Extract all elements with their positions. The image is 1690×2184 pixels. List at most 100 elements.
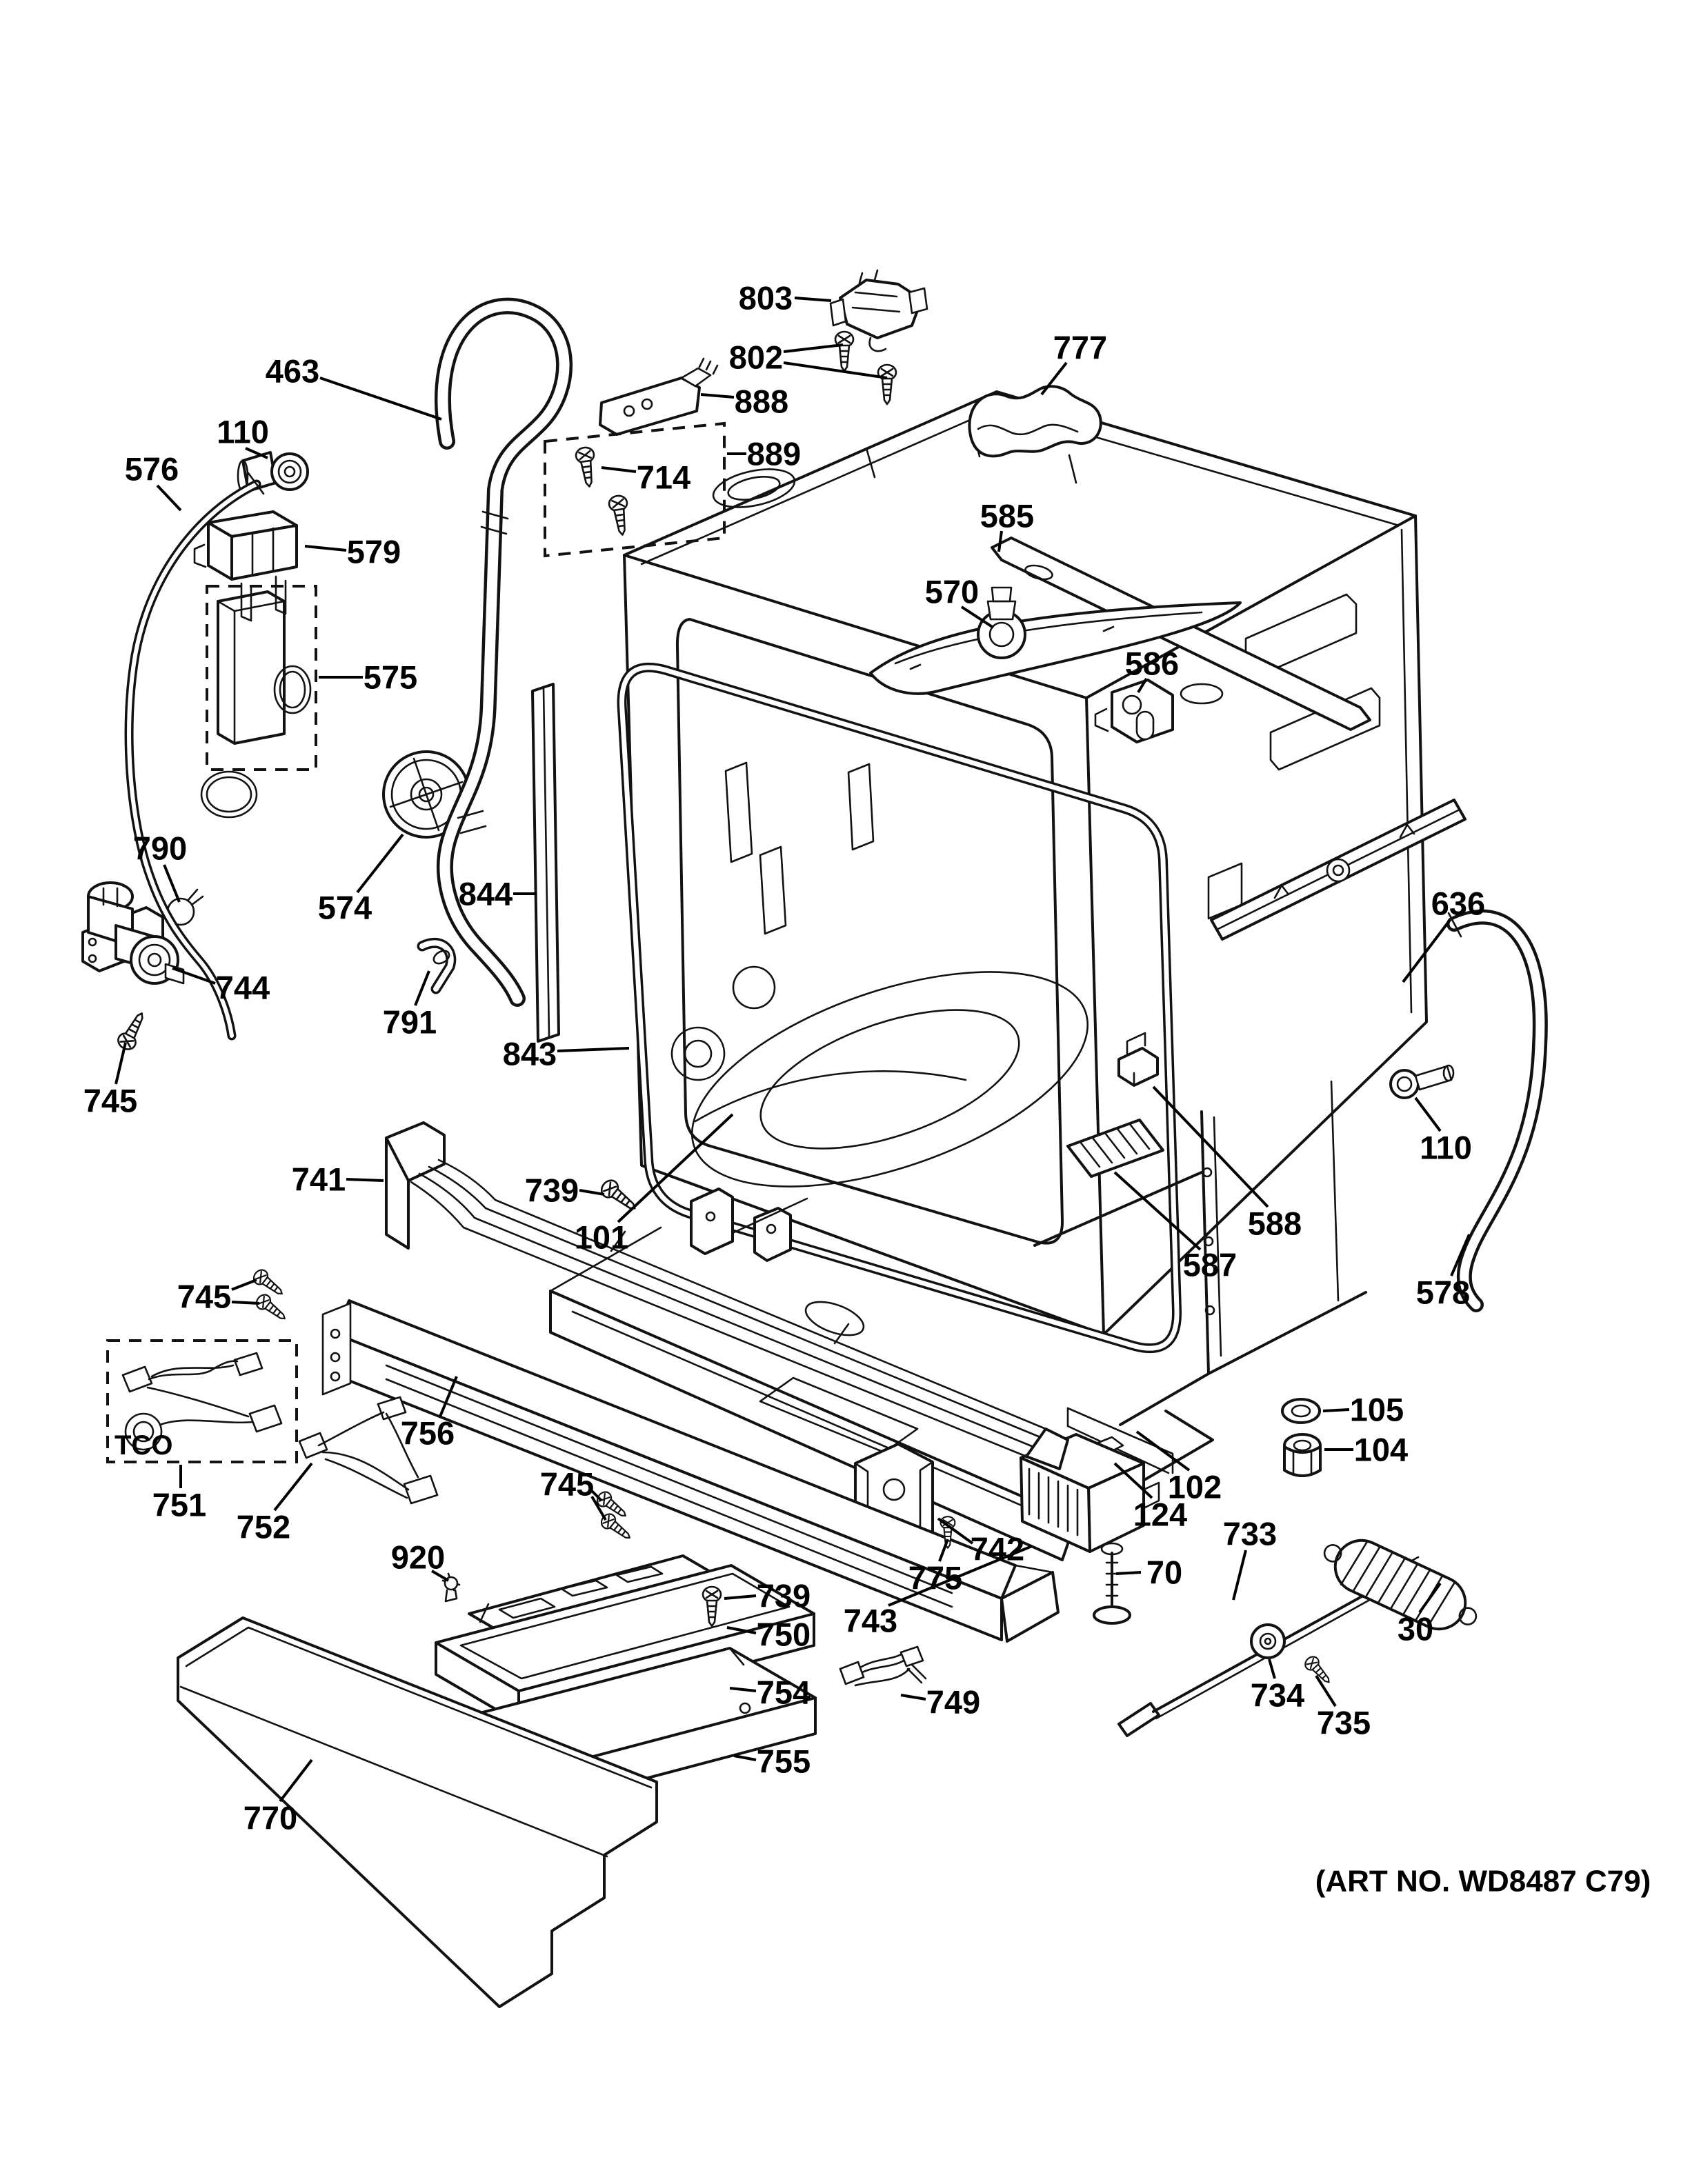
washer-105 <box>1281 1398 1321 1424</box>
part-number-label: 575 <box>364 659 417 696</box>
callout-101: 101 <box>575 1113 734 1256</box>
leader-line <box>1414 1096 1442 1132</box>
leader-line <box>888 1545 1033 1607</box>
leader-line <box>439 1376 458 1417</box>
part-number-label: 742 <box>971 1531 1024 1567</box>
bracket-586 <box>1094 679 1174 743</box>
callout-578: 578 <box>1416 1234 1471 1311</box>
screw-735 <box>1302 1653 1335 1688</box>
part-number-label: 752 <box>237 1509 290 1545</box>
part-number-label: 585 <box>980 498 1034 534</box>
leader-line <box>1135 1430 1191 1472</box>
part-number-label: 743 <box>844 1603 897 1639</box>
elbow-791 <box>417 937 457 994</box>
leader-line <box>960 605 995 629</box>
callout-576: 576 <box>125 451 182 512</box>
leader-line <box>1113 1462 1153 1499</box>
leader-line <box>1137 677 1148 694</box>
grommet-110 <box>1389 1064 1455 1099</box>
leader-line <box>700 393 735 399</box>
callout-843: 843 <box>503 1036 630 1072</box>
part-number-label: 775 <box>908 1560 962 1596</box>
callout-752: 752 <box>237 1462 313 1545</box>
part-number-label: 751 <box>152 1487 206 1523</box>
door-spring-30 <box>1323 1539 1478 1631</box>
leader-line <box>590 1490 603 1502</box>
part-number-label: 733 <box>1223 1516 1277 1552</box>
part-number-label: 570 <box>925 574 979 610</box>
part-number-label: 579 <box>347 534 401 570</box>
part-number-label: 791 <box>383 1004 437 1041</box>
leader-line <box>794 297 832 302</box>
callout-775: 775 <box>908 1539 962 1596</box>
callout-749: 749 <box>900 1684 980 1721</box>
switch-bracket-888 <box>599 357 719 436</box>
callout-889: 889 <box>727 436 801 472</box>
callout-734: 734 <box>1251 1659 1304 1714</box>
callout-570: 570 <box>925 574 995 629</box>
leader-line <box>590 1495 607 1521</box>
trim-strip-844 <box>531 683 560 1043</box>
callout-124: 124 <box>1113 1462 1187 1533</box>
callout-745: 745 <box>83 1042 137 1119</box>
part-number-label: 745 <box>177 1279 231 1315</box>
screw-714-a <box>574 445 599 489</box>
leader-line <box>937 1517 974 1545</box>
bracket-101 <box>690 1188 808 1262</box>
leader-line <box>1232 1550 1247 1601</box>
part-number-label: 744 <box>216 970 270 1006</box>
tco-label: TCO <box>115 1430 172 1461</box>
part-number-label: 588 <box>1248 1205 1302 1242</box>
callout-463: 463 <box>266 353 442 421</box>
callout-739: 739 <box>724 1578 811 1614</box>
part-number-label: 578 <box>1416 1274 1470 1311</box>
leader-line <box>726 1626 757 1634</box>
part-number-label: 101 <box>575 1219 628 1256</box>
leader-line <box>1322 1408 1350 1412</box>
insulation-770 <box>177 1616 658 2008</box>
leader-line <box>1450 1234 1471 1276</box>
callout-714: 714 <box>601 459 690 496</box>
part-number-label: 844 <box>459 876 513 912</box>
dispenser-575 <box>200 585 317 819</box>
leader-line <box>557 1047 630 1052</box>
part-number-label: 756 <box>401 1415 455 1452</box>
heater-wrap-587 <box>1066 1119 1164 1178</box>
part-number-label: 790 <box>133 830 187 867</box>
callout-754: 754 <box>729 1674 811 1711</box>
conduit-585 <box>991 537 1371 731</box>
leader-line <box>304 545 347 552</box>
nut-104 <box>1283 1433 1322 1477</box>
screw-802-a <box>834 330 855 372</box>
callout-585: 585 <box>980 498 1034 552</box>
part-number-label: 714 <box>637 459 690 496</box>
part-number-label: 745 <box>540 1466 594 1503</box>
leader-line <box>1315 1674 1337 1707</box>
leader-line <box>1268 1659 1276 1679</box>
part-number-label: 920 <box>391 1539 445 1576</box>
callout-735: 735 <box>1315 1674 1371 1741</box>
part-number-label: 770 <box>243 1800 297 1836</box>
screw-745-b2 <box>252 1291 290 1325</box>
hardware-kit-889 <box>544 421 726 558</box>
part-number-label: 734 <box>1251 1677 1304 1714</box>
leader-line <box>601 466 637 473</box>
wire-clip-588 <box>1117 1032 1159 1087</box>
screw-739-a <box>597 1176 642 1216</box>
leader-line <box>783 343 844 353</box>
part-number-label: 745 <box>83 1083 137 1119</box>
hose-576 <box>124 472 265 1041</box>
part-number-label: 110 <box>217 414 269 450</box>
leader-line <box>783 361 888 379</box>
leader-line <box>430 1570 450 1582</box>
callout-733: 733 <box>1223 1516 1277 1601</box>
pulley-734 <box>1250 1623 1286 1659</box>
callout-110: 110 <box>1414 1096 1472 1166</box>
door-latch-803 <box>829 269 928 352</box>
callout-744: 744 <box>172 967 270 1006</box>
screw-714-b <box>607 493 633 537</box>
screw-802-b <box>877 363 897 405</box>
part-number-label: 587 <box>1183 1247 1237 1283</box>
part-number-label: 70 <box>1146 1554 1182 1591</box>
